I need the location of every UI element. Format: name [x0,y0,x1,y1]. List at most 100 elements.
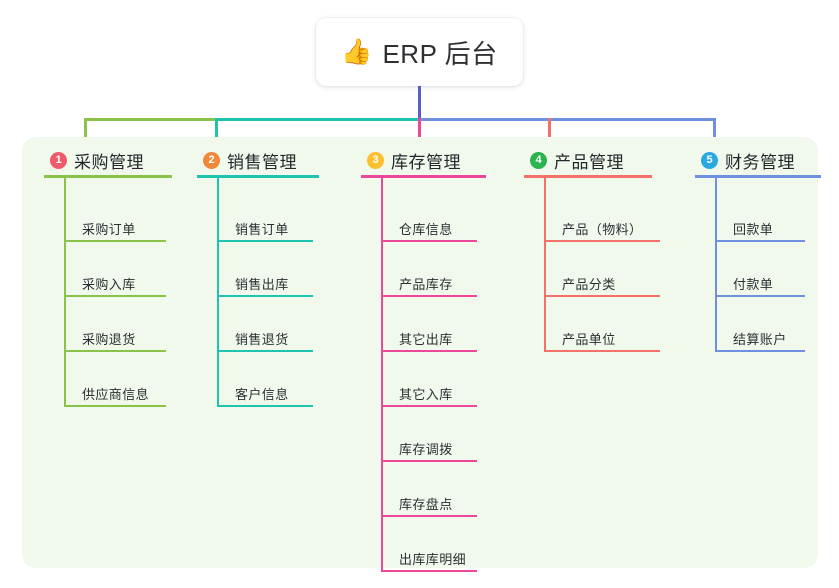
module-item-rule [381,570,477,572]
module-item-rule [544,295,660,297]
modules-panel: 1 采购管理采购订单采购入库采购退货供应商信息 2 销售管理销售订单销售出库销售退货客… [22,137,821,572]
module-column-3: 3 库存管理仓库信息产品库存其它出库其它入库库存调拨库存盘点出库库明细 [353,137,498,572]
module-item-rule [715,240,805,242]
module-item[interactable]: 产品（物料） [544,212,660,242]
module-item-rule [64,240,166,242]
module-item-label: 产品分类 [562,277,616,292]
module-spine-5 [715,176,717,352]
module-spine-4 [544,176,546,352]
module-column-2: 2 销售管理销售订单销售出库销售退货客户信息 [189,137,331,568]
module-item-rule [381,350,477,352]
module-item-label: 回款单 [733,222,774,237]
module-item-label: 其它入库 [399,387,453,402]
module-header-2[interactable]: 2 销售管理 [203,148,297,173]
module-header-4[interactable]: 4 产品管理 [530,148,624,173]
drop-purchase [84,118,87,148]
module-item[interactable]: 供应商信息 [64,377,166,407]
module-item-rule [217,240,313,242]
module-column-5: 5 财务管理回款单付款单结算账户 [687,137,833,568]
module-item[interactable]: 库存盘点 [381,487,477,517]
module-item-label: 采购入库 [82,277,136,292]
module-badge-4: 4 [530,152,547,169]
module-item-label: 销售退货 [235,332,289,347]
module-item[interactable]: 客户信息 [217,377,313,407]
module-item[interactable]: 产品分类 [544,267,660,297]
module-item[interactable]: 其它入库 [381,377,477,407]
module-item-rule [715,295,805,297]
module-item-rule [381,460,477,462]
module-item-rule [715,350,805,352]
module-header-rule-4 [524,175,652,178]
module-item-rule [381,240,477,242]
module-header-5[interactable]: 5 财务管理 [701,148,795,173]
module-header-1[interactable]: 1 采购管理 [50,148,144,173]
thumbs-up-icon: 👍 [341,37,373,66]
module-header-rule-3 [361,175,486,178]
module-item[interactable]: 产品单位 [544,322,660,352]
module-badge-5: 5 [701,152,718,169]
bus-segment-green [84,118,216,121]
module-item-label: 采购订单 [82,222,136,237]
module-item[interactable]: 采购退货 [64,322,166,352]
module-title-3: 库存管理 [391,153,461,172]
module-item-label: 销售订单 [235,222,289,237]
module-item[interactable]: 库存调拨 [381,432,477,462]
module-item-rule [544,350,660,352]
module-item-label: 产品单位 [562,332,616,347]
module-badge-2: 2 [203,152,220,169]
module-item-label: 仓库信息 [399,222,453,237]
module-spine-3 [381,176,383,572]
module-column-1: 1 采购管理采购订单采购入库采购退货供应商信息 [36,137,184,568]
module-item[interactable]: 付款单 [715,267,805,297]
module-item-rule [217,350,313,352]
module-item-rule [381,405,477,407]
module-item-label: 出库库明细 [399,552,467,567]
module-item-label: 客户信息 [235,387,289,402]
module-item-rule [64,405,166,407]
module-item-rule [64,295,166,297]
module-item[interactable]: 其它出库 [381,322,477,352]
module-item-label: 采购退货 [82,332,136,347]
module-item[interactable]: 采购入库 [64,267,166,297]
module-item-label: 供应商信息 [82,387,150,402]
module-item[interactable]: 销售退货 [217,322,313,352]
module-header-rule-2 [197,175,319,178]
module-badge-3: 3 [367,152,384,169]
module-item-rule [381,515,477,517]
drop-inventory [418,118,421,148]
module-item-label: 产品库存 [399,277,453,292]
module-item-rule [544,240,660,242]
module-item-rule [64,350,166,352]
drop-sales [215,118,218,148]
module-item[interactable]: 出库库明细 [381,542,477,572]
module-title-4: 产品管理 [554,153,624,172]
module-item-label: 库存盘点 [399,497,453,512]
module-item[interactable]: 采购订单 [64,212,166,242]
module-item[interactable]: 仓库信息 [381,212,477,242]
module-item-label: 结算账户 [733,332,787,347]
root-connector-line [418,86,421,120]
module-item[interactable]: 销售出库 [217,267,313,297]
module-item-label: 产品（物料） [562,222,643,237]
module-header-rule-5 [695,175,821,178]
root-title: ERP 后台 [382,38,498,69]
module-item-rule [217,295,313,297]
module-item-label: 库存调拨 [399,442,453,457]
module-item-rule [217,405,313,407]
module-title-5: 财务管理 [725,153,795,172]
module-item[interactable]: 销售订单 [217,212,313,242]
module-title-1: 采购管理 [74,153,144,172]
module-item-rule [381,295,477,297]
module-badge-1: 1 [50,152,67,169]
root-node[interactable]: 👍 ERP 后台 [316,18,523,86]
module-header-3[interactable]: 3 库存管理 [367,148,461,173]
module-item[interactable]: 产品库存 [381,267,477,297]
module-item[interactable]: 回款单 [715,212,805,242]
module-spine-2 [217,176,219,407]
module-title-2: 销售管理 [227,153,297,172]
module-item-label: 付款单 [733,277,774,292]
module-column-4: 4 产品管理产品（物料） 产品分类产品单位 [516,137,664,568]
drop-product [548,118,551,148]
drop-finance [713,118,716,148]
module-item[interactable]: 结算账户 [715,322,805,352]
